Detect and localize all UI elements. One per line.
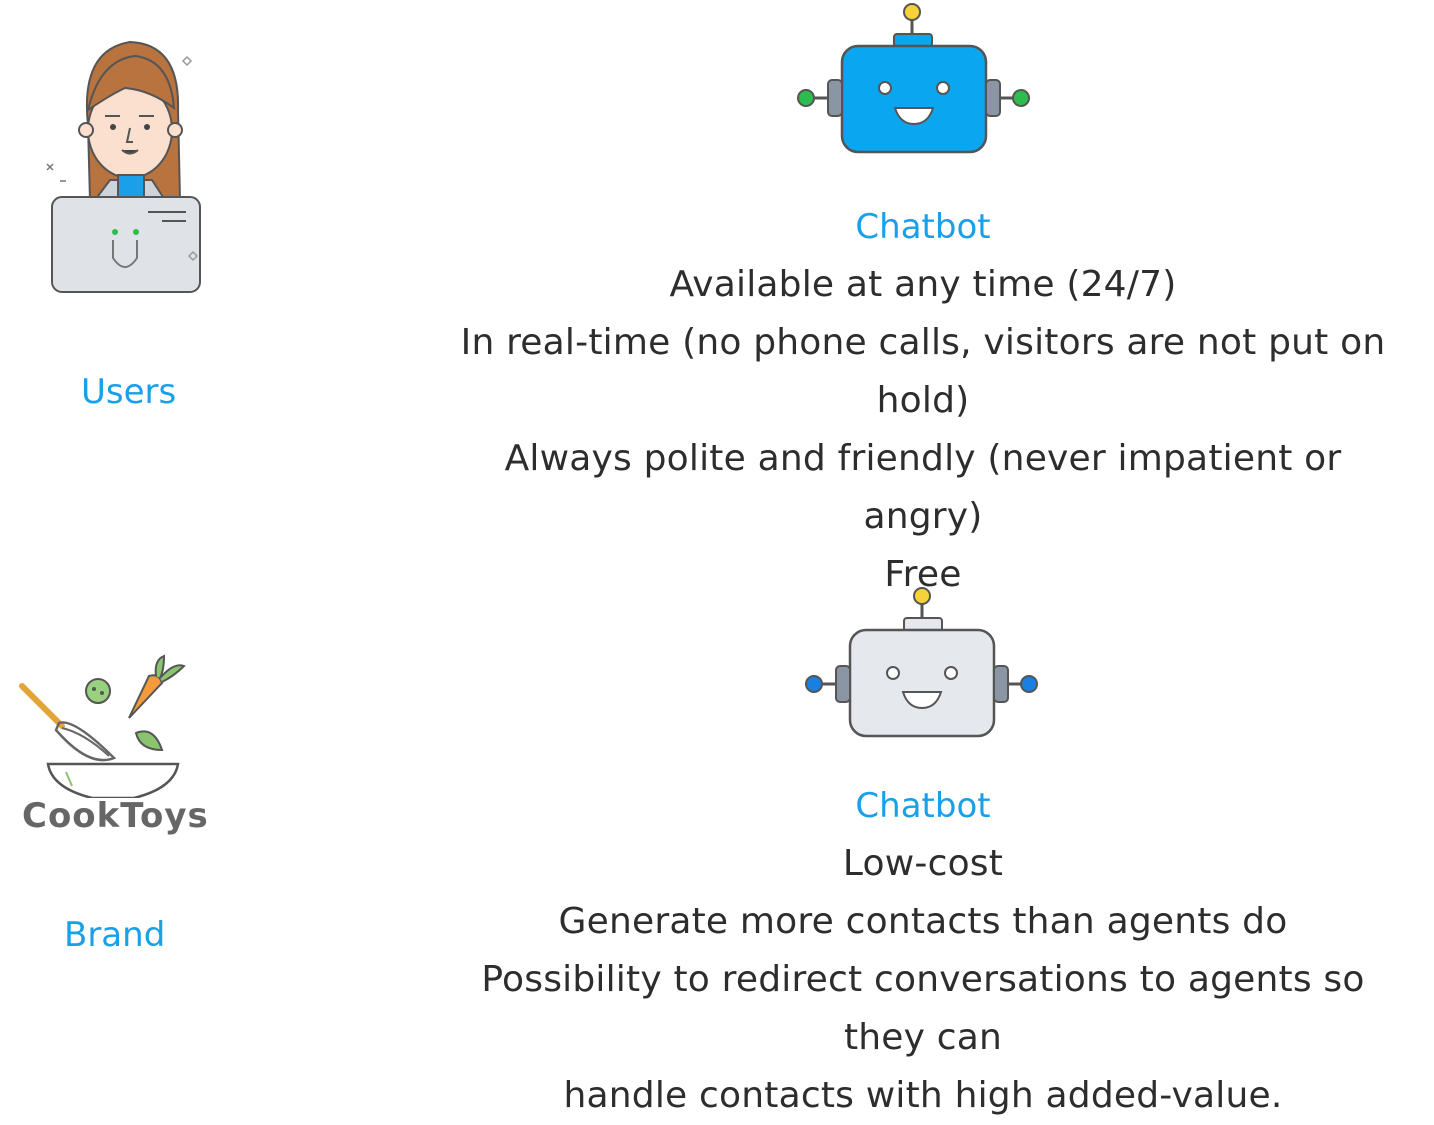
- users-label: Users: [81, 372, 177, 412]
- chatbot-brand-benefit: Generate more contacts than agents do: [558, 901, 1288, 942]
- chatbot-user-block: Chatbot Available at any time (24/7) In …: [458, 198, 1388, 604]
- blue-robot-icon: [790, 0, 1040, 160]
- grey-robot-icon: [800, 584, 1050, 744]
- chatbot-brand-benefit: Low-cost: [842, 843, 1004, 884]
- chatbot-brand-block: Chatbot Low-cost Generate more contacts …: [458, 777, 1388, 1125]
- brand-label: Brand: [64, 915, 166, 955]
- woman-with-laptop-icon: [40, 30, 215, 295]
- whisk-bowl-vegetables-logo: [14, 648, 214, 798]
- brand-logo-text: CookToys: [22, 796, 209, 836]
- chatbot-brand-benefit: Possibility to redirect conversations to…: [481, 959, 1365, 1058]
- chatbot-user-benefit: Always polite and friendly (never impati…: [504, 438, 1342, 537]
- chatbot-brand-title: Chatbot: [855, 786, 991, 826]
- chatbot-user-title: Chatbot: [855, 207, 991, 247]
- chatbot-user-benefit: In real-time (no phone calls, visitors a…: [460, 322, 1386, 421]
- chatbot-user-benefit: Available at any time (24/7): [669, 264, 1177, 305]
- chatbot-brand-benefit: handle contacts with high added-value.: [563, 1075, 1283, 1116]
